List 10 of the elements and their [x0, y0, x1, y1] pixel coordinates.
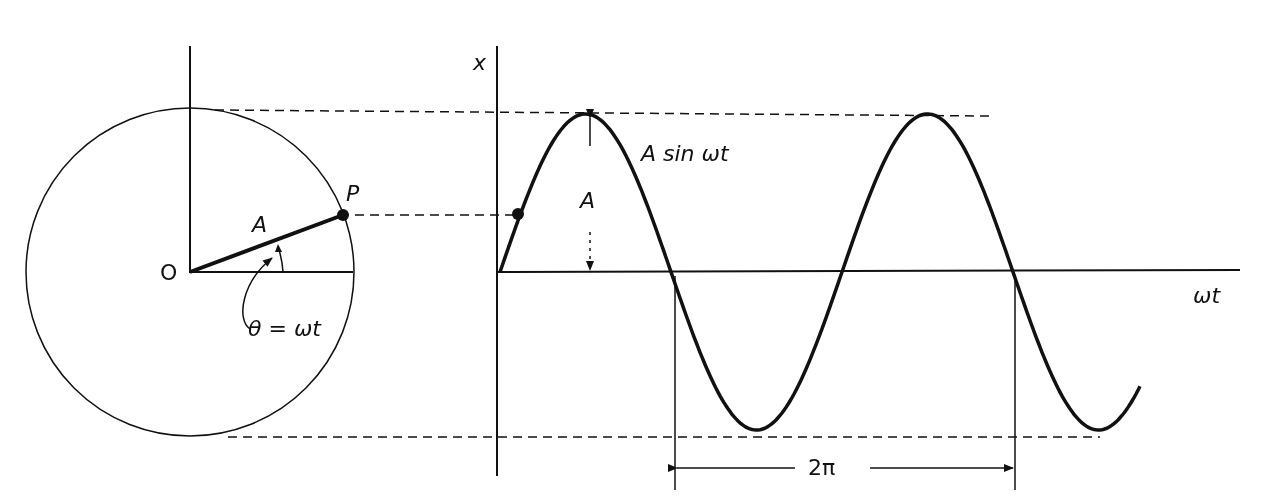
angle-label: θ = ωt — [248, 318, 321, 340]
axis-label: x — [473, 52, 487, 74]
axis-label: ωt — [1193, 285, 1221, 307]
leader-line — [242, 257, 273, 330]
radius-label: A — [252, 214, 268, 236]
amplitude-label: A — [580, 190, 596, 212]
period-label: 2π — [808, 457, 836, 479]
origin-label: O — [160, 262, 178, 284]
point-label: P — [346, 183, 360, 205]
curve-label: A sin ωt — [641, 143, 729, 165]
